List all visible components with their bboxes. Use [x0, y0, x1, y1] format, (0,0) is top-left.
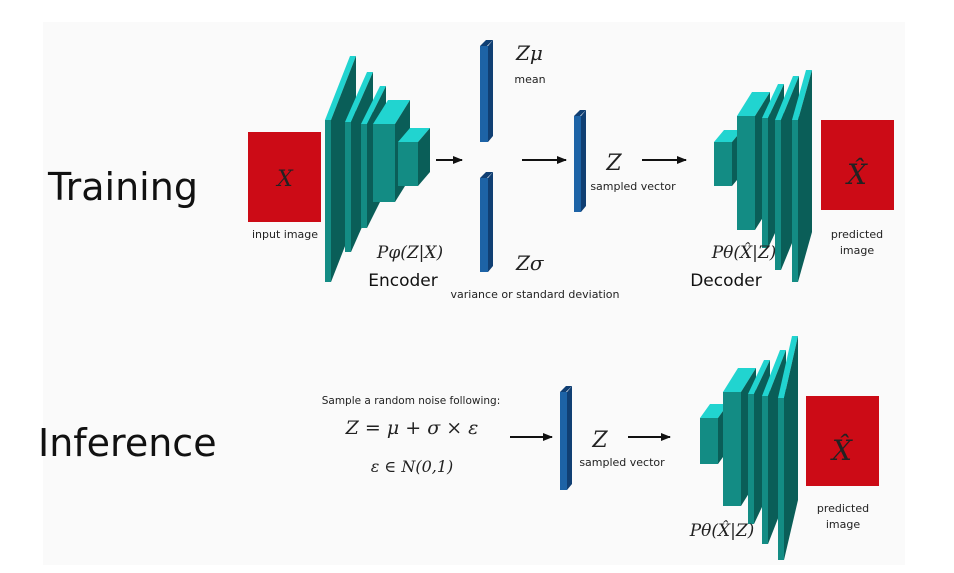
predicted-image-caption: image: [826, 518, 860, 531]
predicted-image-caption: predicted: [831, 228, 883, 241]
z-sigma-vector: [480, 172, 493, 272]
predicted-image-symbol: X̂: [830, 434, 853, 467]
decoder-formula: Pθ(X̂|Z): [689, 521, 755, 541]
encoder-network: [325, 56, 430, 282]
decoder-layer: [778, 336, 798, 560]
encoder-formula: Pφ(Z|X): [376, 243, 443, 263]
predicted-image-caption: image: [840, 244, 874, 257]
noise-distribution-formula: ε ∈ N(0,1): [371, 457, 454, 476]
sampled-z-symbol: Z: [591, 428, 608, 453]
input-image-symbol: X: [275, 167, 294, 192]
input-image-caption: input image: [252, 228, 318, 241]
sampled-vector-caption: sampled vector: [579, 456, 665, 469]
encoder-layer: [398, 128, 430, 186]
training-section-label: Training: [47, 165, 198, 209]
inference-section-label: Inference: [38, 421, 217, 465]
sampled-z-symbol: Z: [605, 151, 622, 176]
decoder-layer: [792, 70, 812, 282]
decoder-formula: Pθ(X̂|Z): [711, 243, 777, 263]
decoder-network: [700, 336, 798, 560]
predicted-image-caption: predicted: [817, 502, 869, 515]
z-mu-vector: [480, 40, 493, 142]
mean-caption: mean: [514, 73, 545, 86]
sampled-z-vector: [560, 386, 572, 490]
noise-caption: Sample a random noise following:: [322, 395, 501, 407]
reparam-formula: Z = μ + σ × ε: [345, 417, 479, 439]
sampled-vector-caption: sampled vector: [590, 180, 676, 193]
z-mu-symbol: Zμ: [515, 41, 543, 65]
decoder-label: Decoder: [690, 271, 762, 291]
z-sigma-symbol: Zσ: [515, 251, 545, 275]
decoder-network: [714, 70, 812, 282]
predicted-image-block: [806, 396, 879, 486]
sigma-caption: variance or standard deviation: [450, 288, 619, 301]
predicted-image-symbol: X̂: [845, 158, 868, 191]
input-image-block: [248, 132, 321, 222]
sampled-z-vector: [574, 110, 586, 212]
predicted-image-block: [821, 120, 894, 210]
encoder-label: Encoder: [368, 271, 438, 291]
